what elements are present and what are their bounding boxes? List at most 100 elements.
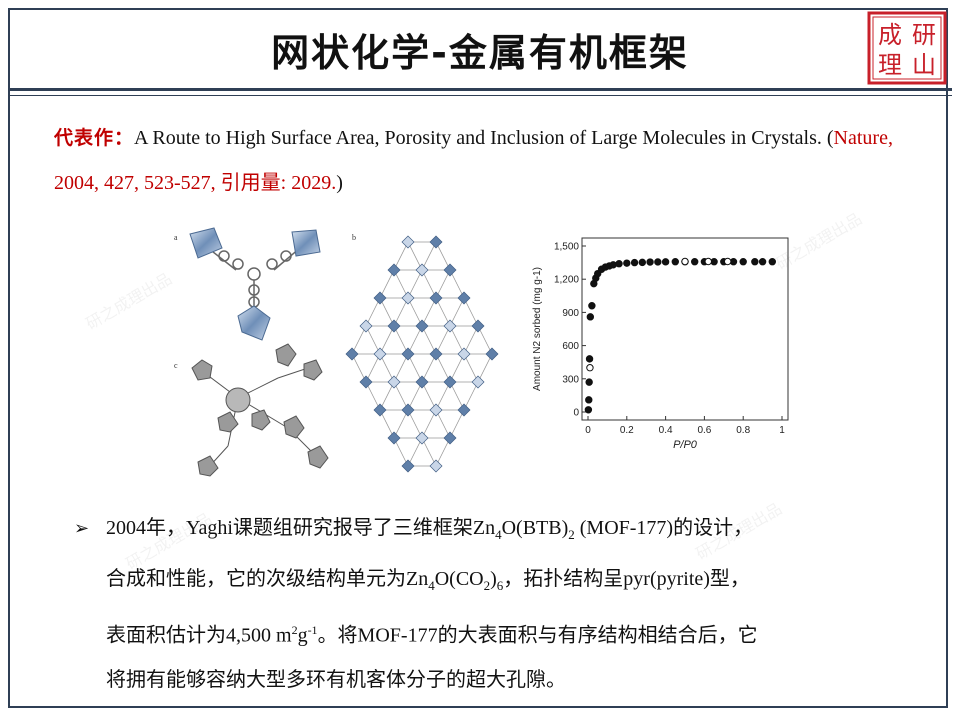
network-node-icon [387,263,401,277]
network-node-icon [415,431,429,445]
bullet-fragment: O(BTB) [501,517,569,539]
data-point [615,260,623,268]
zn4o-cluster-icon [291,229,321,257]
data-point [654,258,662,266]
slide-title: 网状化学-金属有机框架 [271,31,689,75]
y-tick-label: 0 [573,408,579,419]
bullet-fragment: 表面积估计为4,500 m [106,624,292,647]
network-link [351,325,367,355]
bullet-fragment: ) [490,568,497,590]
paper-title: A Route to High Surface Area, Porosity a… [134,127,834,149]
network-node-icon [429,403,443,417]
network-link [435,437,451,467]
network-link [463,353,479,383]
bullet-text: 2004年，Yaghi课题组研究报导了三维框架Zn4O(BTB)2 (MOF-1… [106,506,904,702]
paper-citation: Nature, 2004, 427, 523-527, 引用量: 2029. [54,127,893,194]
network-node-icon [415,375,429,389]
panel-label-a: a [174,233,178,242]
network-link [407,325,423,355]
subscript: 4 [428,578,435,593]
network-link [435,269,451,299]
network-link [365,381,381,411]
network-link [407,269,423,299]
superscript: -1 [307,623,318,637]
network-node-icon [401,347,415,361]
y-tick-label: 900 [562,308,579,319]
superscript: 2 [291,623,298,637]
x-tick-label: 0.2 [620,425,634,436]
header-divider [8,88,952,91]
seal-char: 研 [912,21,936,49]
network-link [407,409,423,439]
network-node-icon [471,319,485,333]
network-node-icon [457,403,471,417]
bullet-fragment: 。将MOF-177的大表面积与有序结构相结合后，它 [317,624,758,647]
data-point [585,355,594,363]
network-node-icon [429,235,443,249]
panel-label-b: b [352,233,356,242]
network-link [421,381,437,411]
network-link [449,325,465,355]
y-tick-label: 1,500 [554,242,579,253]
seal-char: 成 [878,21,902,49]
data-point [623,259,631,267]
network-link [463,325,479,355]
network-link [435,353,451,383]
header-divider-thin [8,95,952,96]
data-point [584,406,593,414]
network-link [435,325,451,355]
network-link [421,297,437,327]
slide-frame [8,8,948,708]
data-point [671,258,679,266]
data-point [638,258,647,267]
network-link [421,409,437,439]
x-tick-label: 0.6 [697,425,711,436]
network-link [365,325,381,355]
panel-label-c: c [174,361,178,370]
bullet-fragment: O(CO [434,568,484,590]
network-node-icon [359,319,373,333]
subscript: 2 [568,527,575,542]
bullet-fragment: (MOF-177)的设计， [574,517,754,539]
data-point [751,258,759,266]
network-node-icon [457,291,471,305]
network-node-icon [373,291,387,305]
network-link [393,437,409,467]
seal-char: 理 [878,51,902,79]
mof-figure: a b c [174,227,789,477]
seal-logo-icon: 研 成 理 山 [867,11,947,85]
data-point [758,258,767,266]
x-tick-label: 0.8 [736,425,750,436]
network-link [435,409,451,439]
data-point [723,257,732,266]
network-node-icon [429,459,443,473]
network-link [379,409,395,439]
x-axis-label: P/P0 [673,439,698,451]
network-node-icon [471,375,485,389]
network-link [435,381,451,411]
panel-b-network [345,235,499,473]
network-link [421,241,437,271]
network-node-icon [429,291,443,305]
data-point [586,364,594,372]
network-link [393,325,409,355]
subscript: 2 [483,578,491,593]
bullet-fragment: g [297,624,308,647]
network-link [421,325,437,355]
network-link [379,381,395,411]
network-link [379,269,395,299]
network-link [421,269,437,299]
network-link [449,409,465,439]
subscript: 4 [495,527,502,542]
network-link [379,297,395,327]
data-point [585,396,593,404]
data-point [588,302,596,310]
network-node-icon [401,291,415,305]
network-link [449,381,465,411]
network-link [365,353,381,383]
bullet-fragment: ，拓扑结构呈pyr(pyrite)型， [503,568,750,590]
network-node-icon [345,347,359,361]
data-point [704,257,712,266]
data-point [681,257,689,266]
